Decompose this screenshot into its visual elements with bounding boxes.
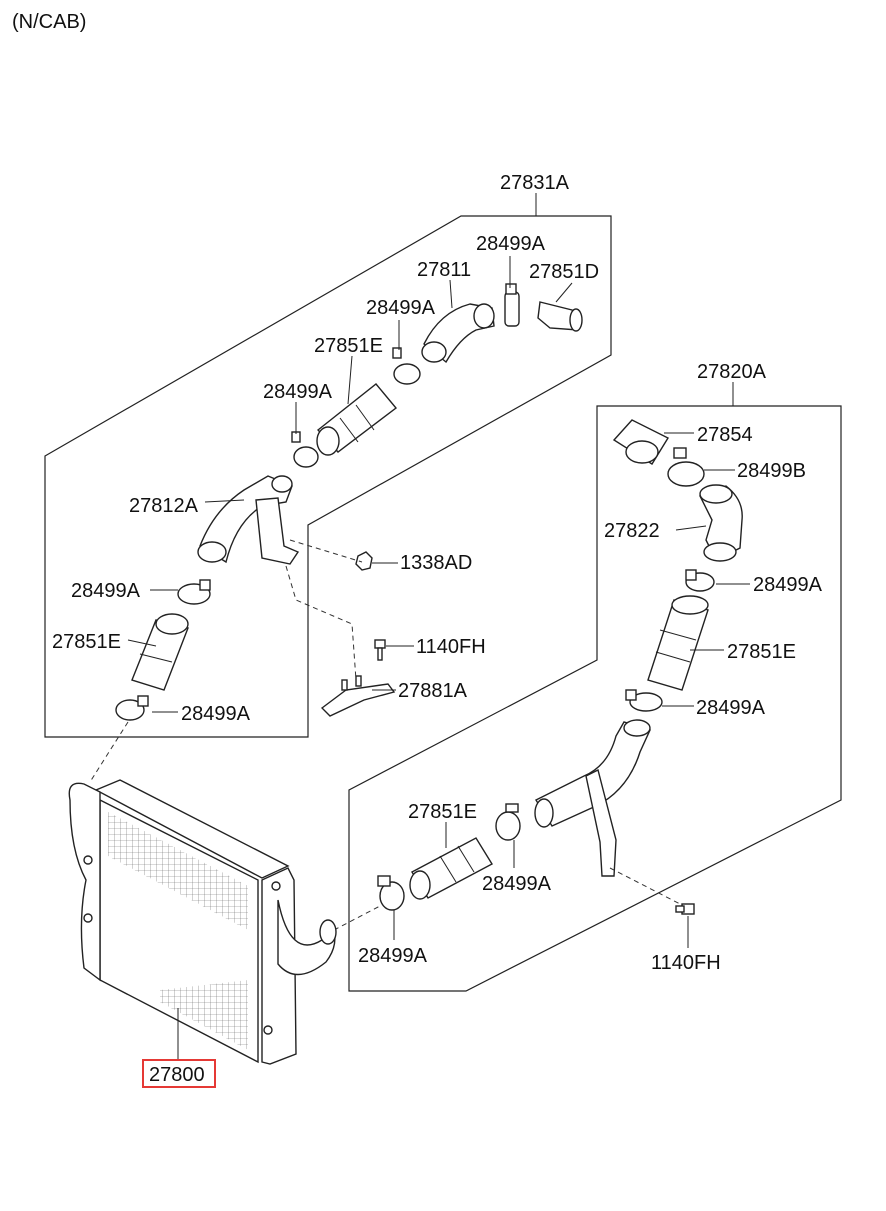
label-28499A-8: 28499A (482, 873, 552, 895)
label-1140FH-2: 1140FH (651, 952, 721, 974)
clamp-28499A-6 (685, 569, 715, 592)
pipe-lower (534, 719, 651, 877)
bolt-1140FH-upper (374, 639, 386, 661)
label-27854: 27854 (697, 424, 753, 446)
variant-label: (N/CAB) (12, 11, 86, 33)
label-27851E-1: 27851E (314, 335, 383, 357)
clamp-28499A-9 (377, 875, 405, 911)
label-27851E-3: 27851E (727, 641, 796, 663)
label-1140FH-1: 1140FH (416, 636, 486, 658)
label-27851D: 27851D (529, 261, 599, 283)
bolt-1140FH-lower (675, 903, 695, 915)
label-28499B: 28499B (737, 460, 806, 482)
clamp-28499A-top (504, 283, 520, 327)
hose-27822 (699, 484, 743, 562)
highlight-box-27800 (142, 1059, 216, 1088)
label-27851E-2: 27851E (52, 631, 121, 653)
clamp-28499A-2 (392, 347, 421, 385)
hose-27851E-left (131, 613, 189, 691)
label-1338AD: 1338AD (400, 552, 472, 574)
hose-27851E-right (647, 595, 709, 691)
clamp-28499A-7 (625, 689, 663, 712)
label-28499A-5: 28499A (181, 703, 251, 725)
label-27881A: 27881A (398, 680, 468, 702)
nut-1338AD (355, 551, 373, 571)
hose-27851D (537, 301, 583, 332)
label-28499A-1: 28499A (476, 233, 546, 255)
label-27800[interactable]: 27800 (149, 1064, 205, 1086)
pipe-27812A (197, 475, 300, 565)
clamp-28499A-5 (115, 695, 149, 721)
clamp-28499A-8 (495, 803, 521, 841)
clamp-28499A-3 (291, 431, 319, 468)
lower-assembly-label: 27820A (697, 361, 767, 383)
label-28499A-3: 28499A (263, 381, 333, 403)
hose-27811 (421, 303, 495, 364)
lower-assembly-group: 27820A (348, 361, 842, 992)
hose-27851E-upper (316, 383, 398, 456)
hose-27851E-lower (409, 837, 493, 900)
label-28499A-7: 28499A (696, 697, 766, 719)
upper-assembly-group: 27831A (44, 172, 612, 738)
clamp-28499B (667, 447, 705, 487)
label-28499A-9: 28499A (358, 945, 428, 967)
label-28499A-6: 28499A (753, 574, 823, 596)
label-28499A-4: 28499A (71, 580, 141, 602)
label-27822: 27822 (604, 520, 660, 542)
label-27851E-4: 27851E (408, 801, 477, 823)
label-27812A: 27812A (129, 495, 199, 517)
bracket-27881A (320, 675, 396, 717)
clamp-28499A-4 (177, 579, 211, 605)
intercooler-27800 (68, 779, 337, 1065)
label-28499A-2: 28499A (366, 297, 436, 319)
upper-assembly-label: 27831A (500, 172, 570, 194)
label-27811: 27811 (417, 259, 471, 281)
hose-27854 (612, 419, 669, 465)
